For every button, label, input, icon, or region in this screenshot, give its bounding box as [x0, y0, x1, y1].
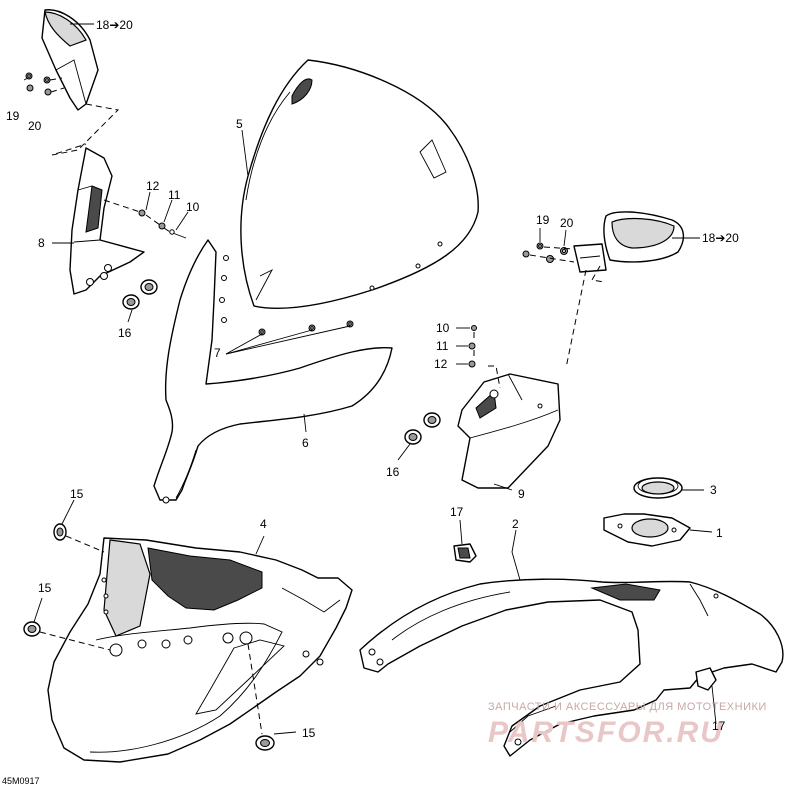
windshield-part-5 [240, 59, 479, 309]
callout-12-right: 12 [434, 357, 448, 371]
right-mirror-part [573, 211, 685, 273]
clip-part-17-top [453, 543, 477, 563]
grommet-dashed-link-top [65, 535, 105, 553]
front-cowl-part-6 [153, 239, 393, 504]
cowl-fasteners-7 [258, 320, 354, 336]
plate-part-1 [603, 513, 691, 547]
callout-7: 7 [214, 346, 221, 360]
grommet-dashed-link-mid [39, 631, 111, 651]
right-bracket-part-9 [457, 373, 561, 489]
callout-11-left: 11 [168, 188, 181, 202]
callout-15-mid: 15 [38, 581, 52, 595]
left-bracket-part-8 [69, 147, 145, 295]
seal-ring-part-3 [633, 477, 683, 499]
callout-12-left: 12 [146, 179, 160, 193]
callout-5: 5 [236, 117, 243, 131]
lower-panel-part-2 [359, 578, 784, 757]
callout-19-right: 19 [536, 213, 550, 227]
callout-1: 1 [716, 526, 723, 540]
callout-18-20-right: 18➔20 [702, 231, 739, 245]
right-mirror-dashed-link [565, 269, 587, 369]
callout-9: 9 [518, 487, 525, 501]
callout-4: 4 [260, 517, 267, 531]
watermark-tagline: ЗАПЧАСТИ И АКСЕССУАРЫ ДЛЯ МОТОТЕХНИКИ [488, 701, 767, 713]
right-mirror-hardware [522, 242, 575, 263]
callout-17-top: 17 [450, 505, 464, 519]
clip-part-17-bottom [695, 667, 717, 691]
right-mirror-dashed-link-2 [591, 265, 605, 283]
watermark-brand: PARTSFOR.RU [488, 716, 724, 749]
callout-20-right: 20 [560, 216, 574, 230]
callout-15-top: 15 [70, 487, 84, 501]
callout-19-left: 19 [6, 109, 20, 123]
left-grommets-16 [122, 279, 158, 310]
callout-8: 8 [38, 236, 45, 250]
callout-17-bottom: 17 [712, 719, 726, 733]
callout-2: 2 [512, 517, 519, 531]
front-panel-part-4 [47, 537, 353, 763]
watermark: ЗАПЧАСТИ И АКСЕССУАРЫ ДЛЯ МОТОТЕХНИКИ PA… [488, 701, 767, 749]
left-mirror-part [41, 9, 99, 111]
callout-11-right: 11 [436, 339, 449, 353]
callout-3: 3 [710, 483, 717, 497]
callout-15-bottom: 15 [302, 726, 316, 740]
callout-6: 6 [302, 436, 309, 450]
grommets-15 [23, 523, 275, 751]
left-mirror-dashed-link [51, 103, 120, 156]
drawing-code: 45M0917 [2, 776, 40, 786]
right-grommets-16 [404, 412, 441, 445]
callout-18-20-top: 18➔20 [96, 18, 133, 32]
callout-16-left: 16 [118, 326, 132, 340]
left-mirror-hardware [25, 72, 65, 96]
callout-20-left: 20 [28, 119, 42, 133]
left-bracket-hardware [103, 199, 187, 239]
callout-10-right: 10 [436, 321, 450, 335]
grommet-dashed-link-bottom [247, 643, 263, 735]
leader-lines [23, 23, 717, 735]
callout-10-left: 10 [186, 200, 200, 214]
callout-16-right: 16 [386, 465, 400, 479]
right-bracket-hardware [468, 325, 501, 389]
